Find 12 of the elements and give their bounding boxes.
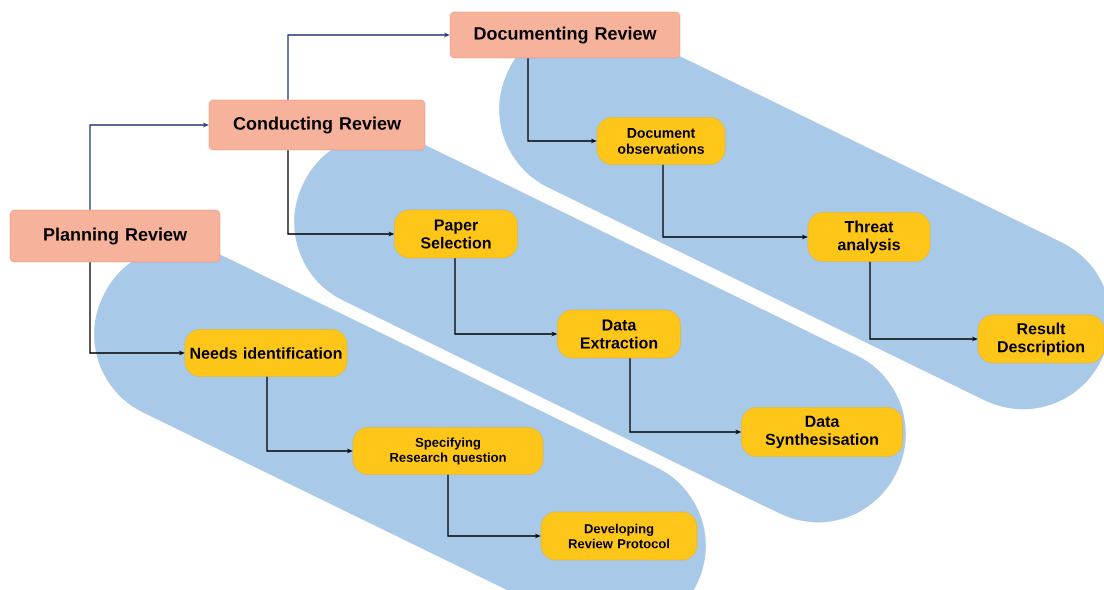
- phase-box: Documenting Review: [449, 11, 681, 59]
- step-box: Needs identification: [184, 329, 348, 377]
- step-box: Data Extraction: [557, 309, 681, 359]
- step-box: Specifying Research question: [352, 427, 544, 475]
- step-box: Document observations: [596, 117, 726, 165]
- phase-box: Conducting Review: [208, 99, 426, 151]
- step-box: Data Synthesisation: [741, 407, 903, 457]
- step-box: Threat analysis: [807, 212, 931, 262]
- step-box: Paper Selection: [394, 209, 518, 259]
- phase-box: Planning Review: [9, 209, 221, 263]
- step-box: Developing Review Protocol: [540, 511, 698, 561]
- step-box: Result Description: [977, 314, 1104, 364]
